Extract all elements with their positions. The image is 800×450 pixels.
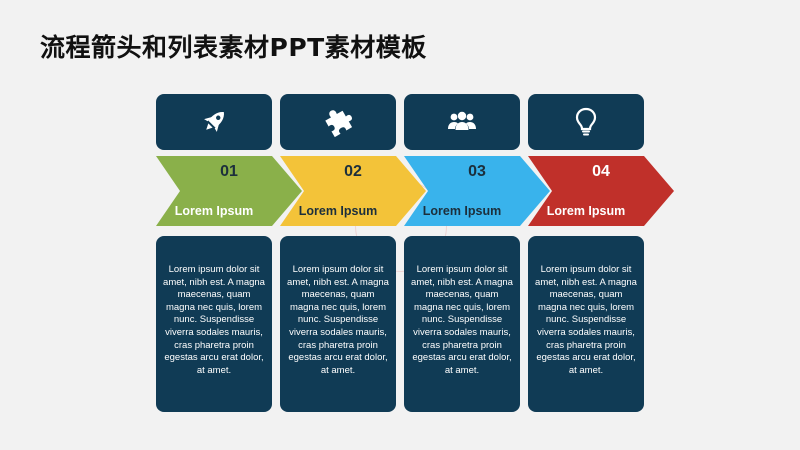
step-number: 01 [220,163,238,180]
step-number: 04 [592,163,610,180]
slide-title: 流程箭头和列表素材PPT素材模板 [40,33,427,62]
rocket-icon [204,112,224,132]
icon-box [528,94,644,150]
icon-box [156,94,272,150]
step-label: Lorem Ipsum [422,204,502,218]
step-label: Lorem Ipsum [298,204,378,218]
icon-box [280,94,396,150]
step-label: Lorem Ipsum [546,204,626,218]
step-number: 03 [468,163,486,180]
step-description: Lorem ipsum dolor sit amet, nibh est. A … [528,236,644,412]
icon-box [404,94,520,150]
puzzle-icon [325,110,353,138]
step-label: Lorem Ipsum [174,204,254,218]
step-number: 02 [344,163,362,180]
team-icon [448,111,476,130]
step-description: Lorem ipsum dolor sit amet, nibh est. A … [156,236,272,412]
step-description: Lorem ipsum dolor sit amet, nibh est. A … [404,236,520,412]
lightbulb-icon [575,107,597,136]
step-description: Lorem ipsum dolor sit amet, nibh est. A … [280,236,396,412]
